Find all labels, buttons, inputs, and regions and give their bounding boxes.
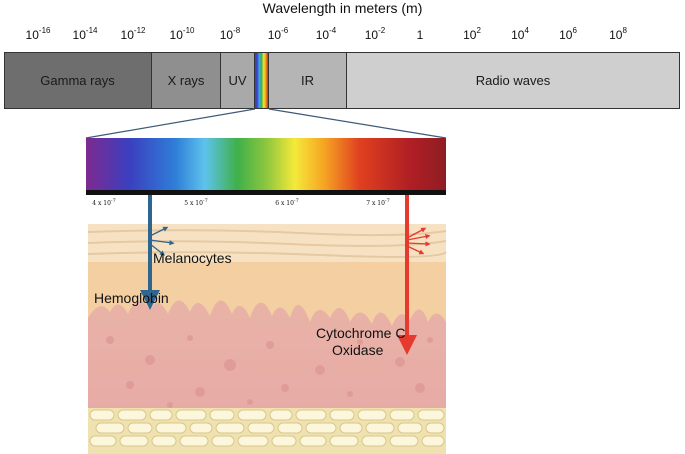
skin-cross-section xyxy=(87,224,447,454)
tick-label: 10-8 xyxy=(219,26,241,42)
scatter-arrow xyxy=(149,243,166,256)
band-label: IR xyxy=(301,73,314,88)
visible-spectrum-bar xyxy=(86,138,446,190)
zoom-line-left xyxy=(85,108,256,139)
zoom-line-right xyxy=(268,108,447,139)
scatter-arrow xyxy=(406,241,431,247)
scatter-arrow xyxy=(149,239,175,246)
tick-label: 1 xyxy=(416,28,424,42)
cytochrome-label-line2: Oxidase xyxy=(332,342,384,358)
band-label: Gamma rays xyxy=(40,73,115,88)
spectrum-label: 5 x 10-7 xyxy=(184,198,208,207)
visible-spectrum-axis xyxy=(86,190,446,195)
scatter-arrow xyxy=(406,233,431,241)
scatter-arrow xyxy=(149,226,169,237)
band-radio-waves: Radio waves xyxy=(347,52,680,109)
scatter-arrow xyxy=(406,245,425,255)
tick-label: 10-16 xyxy=(25,26,51,42)
tick-label: 104 xyxy=(511,26,529,42)
tick-label: 10-6 xyxy=(267,26,289,42)
melanocytes-label: Melanocytes xyxy=(153,250,232,266)
spectrum-label: 6 x 10-7 xyxy=(275,198,299,207)
tick-label: 10-10 xyxy=(169,26,195,42)
tick-label: 10-12 xyxy=(120,26,146,42)
tick-label: 10-4 xyxy=(315,26,337,42)
tick-label: 108 xyxy=(609,26,627,42)
hemoglobin-label: Hemoglobin xyxy=(94,290,169,306)
tick-label: 10-14 xyxy=(72,26,98,42)
wavelength-axis-title: Wavelength in meters (m) xyxy=(262,0,423,16)
band-label: UV xyxy=(228,73,247,88)
tick-label: 102 xyxy=(463,26,481,42)
band-uv: UV xyxy=(221,52,255,109)
band-ir: IR xyxy=(269,52,347,109)
band-x-rays: X rays xyxy=(152,52,221,109)
spectrum-label: 4 x 10-7 xyxy=(92,198,116,207)
band-visible xyxy=(255,52,269,109)
band-gamma-rays: Gamma rays xyxy=(4,52,152,109)
spectrum-label: 7 x 10-7 xyxy=(366,198,390,207)
band-label: Radio waves xyxy=(475,73,551,88)
cytochrome-label-line1: Cytochrome C xyxy=(316,325,406,341)
band-label: X rays xyxy=(167,73,205,88)
scatter-arrow xyxy=(406,227,427,239)
tick-label: 10-2 xyxy=(364,26,386,42)
tick-label: 106 xyxy=(559,26,577,42)
